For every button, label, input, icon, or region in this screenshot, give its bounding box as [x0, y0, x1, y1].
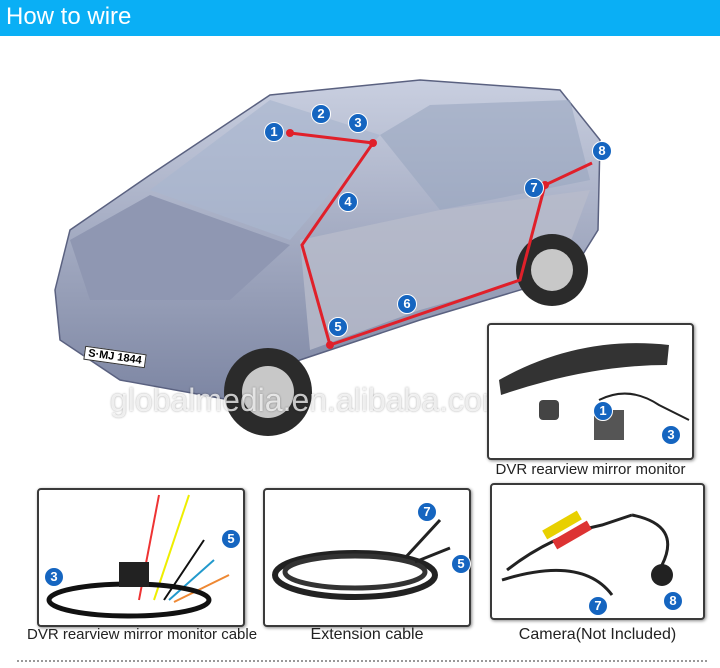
marker-8: 8	[592, 141, 612, 161]
camera-marker-8: 8	[663, 591, 683, 611]
header-bar: How to wire	[0, 0, 720, 36]
extension-caption: Extension cable	[310, 626, 424, 643]
camera-caption: Camera(Not Included)	[518, 626, 677, 643]
watermark: globalmedia.en.alibaba.com	[110, 382, 509, 418]
camera-panel: 7 8	[490, 483, 705, 620]
mirror-marker-1: 1	[593, 401, 613, 421]
marker-4: 4	[338, 192, 358, 212]
camera-marker-7: 7	[588, 596, 608, 616]
monitor-cable-caption: DVR rearview mirror monitor cable	[27, 626, 258, 643]
marker-3: 3	[348, 113, 368, 133]
extension-marker-5: 5	[451, 554, 471, 574]
marker-6: 6	[397, 294, 417, 314]
windshield	[150, 100, 380, 240]
cable-marker-5: 5	[221, 529, 241, 549]
camera-image	[501, 510, 673, 596]
mirror-panel: 1 3	[487, 323, 694, 460]
extension-marker-7: 7	[417, 502, 437, 522]
monitor-cable-panel: 3 5	[37, 488, 245, 627]
mirror-marker-3: 3	[661, 425, 681, 445]
marker-2: 2	[311, 104, 331, 124]
car-illustration	[54, 79, 601, 436]
hood	[70, 195, 290, 300]
dotted-divider	[17, 660, 707, 662]
mirror-caption: DVR rearview mirror monitor	[495, 461, 686, 478]
page-title: How to wire	[6, 3, 132, 30]
marker-5: 5	[328, 317, 348, 337]
monitor-cable-image	[46, 494, 230, 619]
cable-marker-3: 3	[44, 567, 64, 587]
interior	[300, 190, 590, 350]
marker-7: 7	[524, 178, 544, 198]
extension-panel: 7 5	[263, 488, 471, 627]
extension-image	[272, 518, 451, 600]
marker-1: 1	[264, 122, 284, 142]
